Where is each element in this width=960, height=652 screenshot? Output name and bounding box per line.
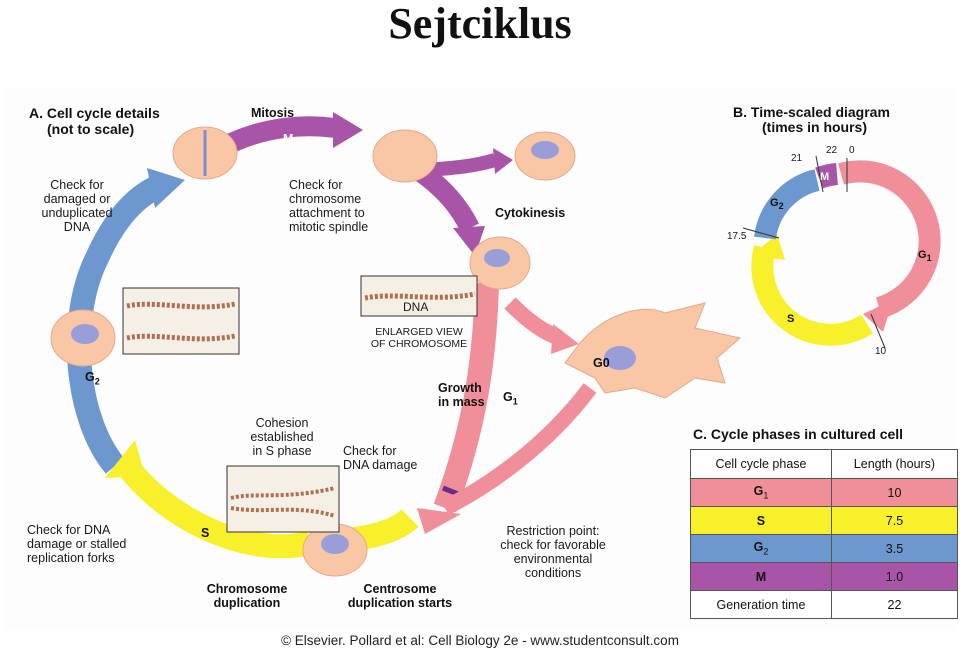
tick-10: 10 — [875, 346, 887, 357]
copyright-credit: © Elsevier. Pollard et al: Cell Biology … — [281, 633, 679, 648]
cell-cycle-figure: A. Cell cycle details (not to scale) Mit… — [5, 88, 957, 630]
ring-m — [815, 163, 839, 189]
time-scaled-ring — [742, 155, 941, 349]
m-phase-label: M — [283, 132, 294, 146]
m-arc — [220, 116, 337, 156]
inset-g2-chromosomes — [122, 287, 240, 355]
tick-21: 21 — [791, 153, 803, 164]
ring-s-head — [751, 234, 785, 260]
s-phase-label: S — [201, 526, 210, 540]
col-length-header: Length (hours) — [830, 449, 959, 479]
cell-s-nucleus — [321, 534, 349, 554]
table-row: M 1.0 — [690, 562, 959, 591]
tick-0: 0 — [849, 145, 855, 156]
table-row: S 7.5 — [690, 506, 959, 535]
tick-22: 22 — [826, 145, 838, 156]
length-cell: 3.5 — [830, 534, 959, 563]
col-phase-header: Cell cycle phase — [690, 449, 832, 479]
ring-s — [751, 244, 873, 346]
ring-g1 — [838, 160, 941, 319]
g0-nucleus — [604, 346, 636, 370]
g1-arrowhead — [417, 508, 461, 534]
ring-g2-label: G2 — [770, 197, 784, 212]
tick-17-5: 17.5 — [727, 231, 747, 242]
g0-label: G0 — [593, 356, 610, 370]
length-cell: 1.0 — [830, 562, 959, 591]
dna-label: DNA — [403, 300, 429, 314]
g2-arrowhead — [147, 168, 185, 208]
cytokinesis-arrowhead — [493, 148, 513, 174]
g2-label: G2 — [85, 370, 100, 387]
mitosis-label: Mitosis — [251, 106, 295, 120]
inset-cohesion — [226, 465, 340, 533]
generation-time-value: 22 — [830, 590, 959, 619]
page-title: Sejtciklus — [388, 0, 572, 48]
cell-g2-nucleus — [71, 324, 99, 344]
length-cell: 10 — [830, 478, 959, 507]
panel-b-heading-2: (times in hours) — [762, 119, 868, 135]
cell-anaphase — [372, 129, 438, 183]
s-arc — [115, 455, 313, 559]
cytokinesis-label: Cytokinesis — [495, 206, 566, 220]
cell-daughter-nucleus — [531, 141, 559, 159]
cycle-phases-table: Cell cycle phase Length (hours) G1 10 S … — [690, 449, 959, 619]
s-arrowhead — [105, 440, 145, 478]
table-row-total: Generation time 22 — [690, 590, 959, 619]
cell-g1-nucleus — [484, 249, 510, 267]
g1-arc — [433, 282, 499, 513]
table-row: G2 3.5 — [690, 534, 959, 563]
ring-s-label: S — [787, 313, 795, 325]
table-row: G1 10 — [690, 478, 959, 507]
phase-cell: M — [690, 562, 832, 591]
ring-g1-label: G1 — [918, 249, 932, 264]
to-g0-arrowhead — [551, 324, 579, 354]
phase-cell: G2 — [690, 534, 832, 563]
g1-label: G1 — [503, 390, 518, 407]
ring-g2 — [754, 169, 820, 240]
g2-arc — [66, 177, 161, 474]
m-arrowhead — [333, 112, 363, 148]
phase-cell: S — [690, 506, 832, 535]
cell-cycle-diagram — [50, 112, 941, 577]
length-cell: 7.5 — [830, 506, 959, 535]
table-header-row: Cell cycle phase Length (hours) — [690, 449, 959, 479]
ring-g1-head — [863, 300, 893, 332]
generation-time-label: Generation time — [690, 590, 832, 619]
panel-a-heading-2: (not to scale) — [47, 121, 135, 137]
panel-c-heading: C. Cycle phases in cultured cell — [693, 426, 904, 442]
ring-m-label: M — [820, 171, 830, 183]
from-g0-arrow — [441, 383, 597, 516]
phase-cell: G1 — [690, 478, 832, 507]
panel-a-heading-1: A. Cell cycle details — [29, 105, 160, 121]
g0-cell — [564, 302, 742, 399]
panel-b-heading-1: B. Time-scaled diagram — [733, 104, 890, 120]
